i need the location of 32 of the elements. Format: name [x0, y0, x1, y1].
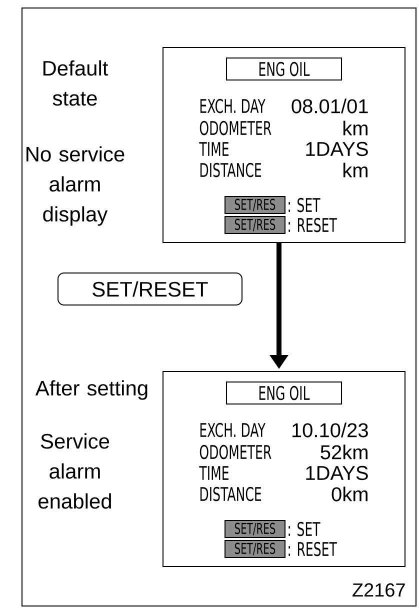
node-label: 1DAYS	[306, 466, 368, 480]
title-box: ENG OIL	[226, 382, 342, 404]
node-label: TIME	[199, 466, 228, 480]
title-box: ENG OIL	[226, 58, 342, 80]
state-label: No service alarm display	[26, 146, 124, 226]
node-label: 52km	[320, 444, 368, 460]
node-label: : RESET	[288, 218, 337, 232]
key-box: SET/RES	[224, 216, 286, 234]
node-label: DISTANCE	[200, 486, 262, 502]
node-label: EXCH. DAY	[200, 422, 266, 438]
key-box: SET/RES	[224, 520, 286, 538]
button-label: SET/RESET	[58, 272, 242, 306]
node-label: 1DAYS	[306, 142, 368, 156]
node-label: 10.10/23	[292, 422, 368, 438]
node-label: DISTANCE	[200, 162, 262, 178]
node-label: 08.01/01	[292, 98, 368, 114]
state-label: Default state	[43, 60, 108, 106]
node-label: : SET	[288, 522, 320, 536]
node-label: 0km	[332, 486, 368, 502]
node-label: : RESET	[288, 542, 337, 556]
node-label: EXCH. DAY	[200, 98, 266, 114]
node-label: km	[343, 120, 368, 136]
node-label: TIME	[199, 142, 228, 156]
state-label: Service alarm enabled	[38, 433, 111, 509]
node-label: : SET	[288, 198, 320, 212]
node-label: km	[343, 162, 368, 178]
state-label: After setting	[35, 380, 148, 400]
node-label: ODOMETER	[200, 120, 272, 136]
node-label: ODOMETER	[200, 444, 272, 460]
key-box: SET/RES	[224, 540, 286, 558]
figure-code: Z2167	[352, 583, 405, 597]
key-box: SET/RES	[224, 196, 286, 214]
